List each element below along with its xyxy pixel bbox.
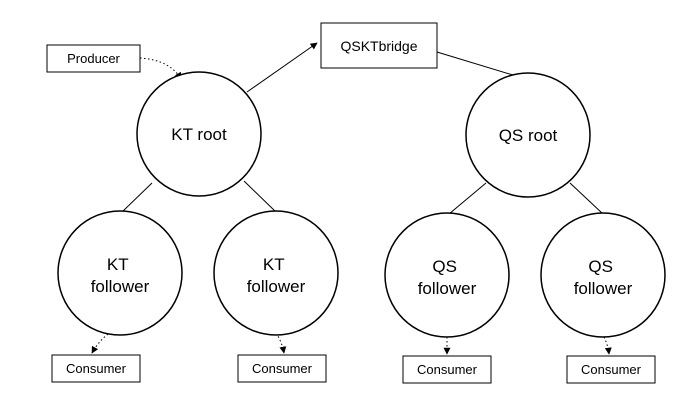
edge-kt-root-to-kt-follower-2	[243, 180, 278, 214]
consumer-label-4: Consumer	[581, 362, 642, 377]
edge-producer-to-kt-root	[139, 57, 182, 80]
qs-follower-1-label: QS follower	[418, 257, 477, 298]
bridge-box	[320, 22, 438, 69]
qs-root-node	[465, 72, 591, 198]
qs-follower-2-label: QS follower	[574, 257, 633, 298]
edge-kt-follower-1-to-consumer	[91, 333, 109, 354]
consumer-box-3	[402, 355, 492, 384]
consumer-label-2: Consumer	[252, 361, 313, 376]
kt-root-node	[136, 71, 262, 197]
kt-follower-1-node	[57, 210, 183, 336]
edge-kt-root-to-kt-follower-1	[120, 182, 153, 214]
edge-qs-root-to-qs-follower-2	[569, 182, 604, 215]
edge-qs-root-to-qs-follower-1	[448, 182, 487, 215]
consumer-label-3: Consumer	[417, 362, 478, 377]
kt-follower-1-label: KT follower	[91, 255, 150, 296]
consumer-box-2	[237, 354, 327, 383]
producer-box	[46, 44, 141, 73]
kt-follower-2-node	[213, 210, 339, 336]
qs-follower-1-node	[384, 212, 510, 338]
kt-root-label: KT root	[171, 125, 227, 144]
bridge-label: QSKTbridge	[340, 38, 417, 54]
consumer-label-1: Consumer	[66, 361, 127, 376]
qs-root-label: QS root	[499, 126, 558, 145]
consumer-box-4	[566, 355, 656, 384]
edge-kt-follower-2-to-consumer	[275, 332, 287, 354]
qs-follower-2-node	[540, 212, 666, 338]
consumer-box-1	[51, 354, 141, 383]
edge-bridge-to-qs-root	[436, 51, 527, 81]
edge-kt-root-to-bridge	[246, 42, 318, 93]
edge-qs-follower-2-to-consumer	[603, 336, 612, 355]
kt-follower-2-label: KT follower	[247, 255, 306, 296]
producer-label: Producer	[67, 51, 120, 66]
